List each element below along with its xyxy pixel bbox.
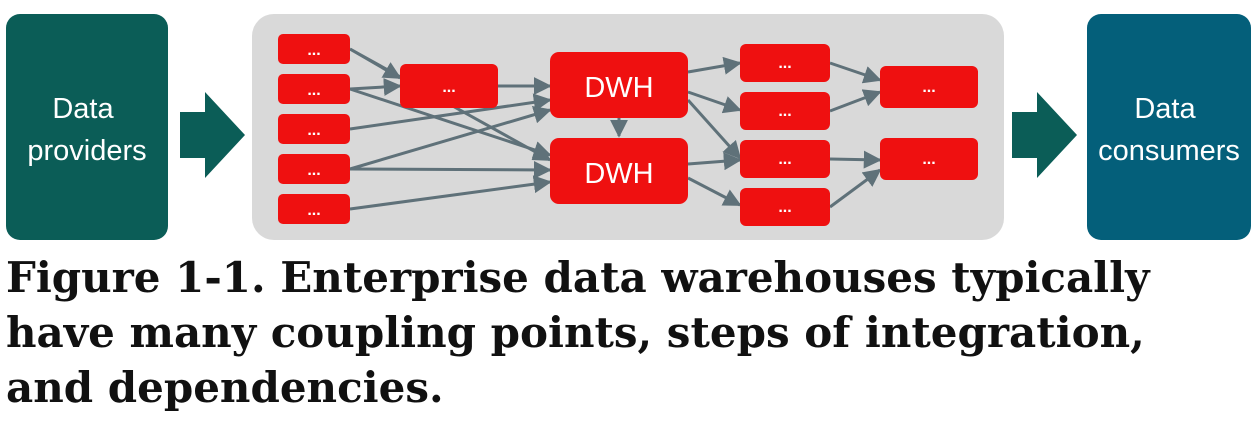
dwh-node-top	[550, 52, 688, 118]
dwh-node-bottom	[550, 138, 688, 204]
dwh-node-bottom-label: DWH	[584, 158, 653, 190]
source-node-5	[278, 194, 350, 224]
mart-node-3-label: ...	[778, 151, 791, 168]
source-node-1-label: ...	[307, 42, 320, 59]
edge-arrow-7	[349, 175, 552, 211]
edge-arrow-2	[349, 77, 402, 96]
source-node-2-label: ...	[307, 82, 320, 99]
staging-node	[400, 64, 498, 108]
edge-arrow-5	[349, 105, 552, 171]
edge-arrow-18	[829, 150, 882, 169]
staging-node-label: ...	[442, 79, 455, 96]
data-consumers-label: Data consumers	[1098, 93, 1240, 167]
edge-arrow-19	[829, 168, 882, 209]
edge-arrow-11	[687, 56, 742, 75]
data-providers-box	[6, 14, 168, 240]
source-node-3-label: ...	[307, 122, 320, 139]
figure-caption: Figure 1-1. Enterprise data warehouses t…	[6, 253, 1150, 412]
flow-arrow-in-icon	[180, 92, 245, 178]
source-node-5-label: ...	[307, 202, 320, 219]
architecture-diagram: Data providers ... ... ... ... ... ...	[6, 14, 1251, 240]
mart-node-2	[740, 92, 830, 130]
mart-node-1	[740, 44, 830, 82]
source-node-3	[278, 114, 350, 144]
mart-node-4-label: ...	[778, 199, 791, 216]
flow-arrow-out-icon	[1012, 92, 1077, 178]
edge-arrow-3	[349, 87, 552, 159]
mart-node-2-label: ...	[778, 103, 791, 120]
edge-arrow-17	[829, 89, 882, 113]
edge-arrow-16	[829, 61, 882, 84]
edge-arrow-6	[349, 160, 552, 179]
source-node-4-label: ...	[307, 162, 320, 179]
output-node-1-label: ...	[922, 79, 935, 96]
output-node-2	[880, 138, 978, 180]
output-node-1	[880, 66, 978, 108]
edges	[349, 47, 882, 211]
nodes: ... ... ... ... ... ... DWH DWH ... ...	[278, 34, 978, 226]
data-consumers-box	[1087, 14, 1251, 240]
output-node-2-label: ...	[922, 151, 935, 168]
dwh-node-top-label: DWH	[584, 72, 653, 104]
source-node-2	[278, 74, 350, 104]
source-node-4	[278, 154, 350, 184]
edge-arrow-14	[687, 152, 742, 171]
edge-arrow-15	[687, 176, 742, 207]
mart-node-1-label: ...	[778, 55, 791, 72]
edge-arrow-13	[686, 98, 742, 160]
mart-node-3	[740, 140, 830, 178]
data-providers-label: Data providers	[27, 93, 146, 167]
edge-arrow-4	[349, 93, 552, 131]
edge-arrow-12	[687, 90, 742, 114]
mart-node-4	[740, 188, 830, 226]
source-node-1	[278, 34, 350, 64]
